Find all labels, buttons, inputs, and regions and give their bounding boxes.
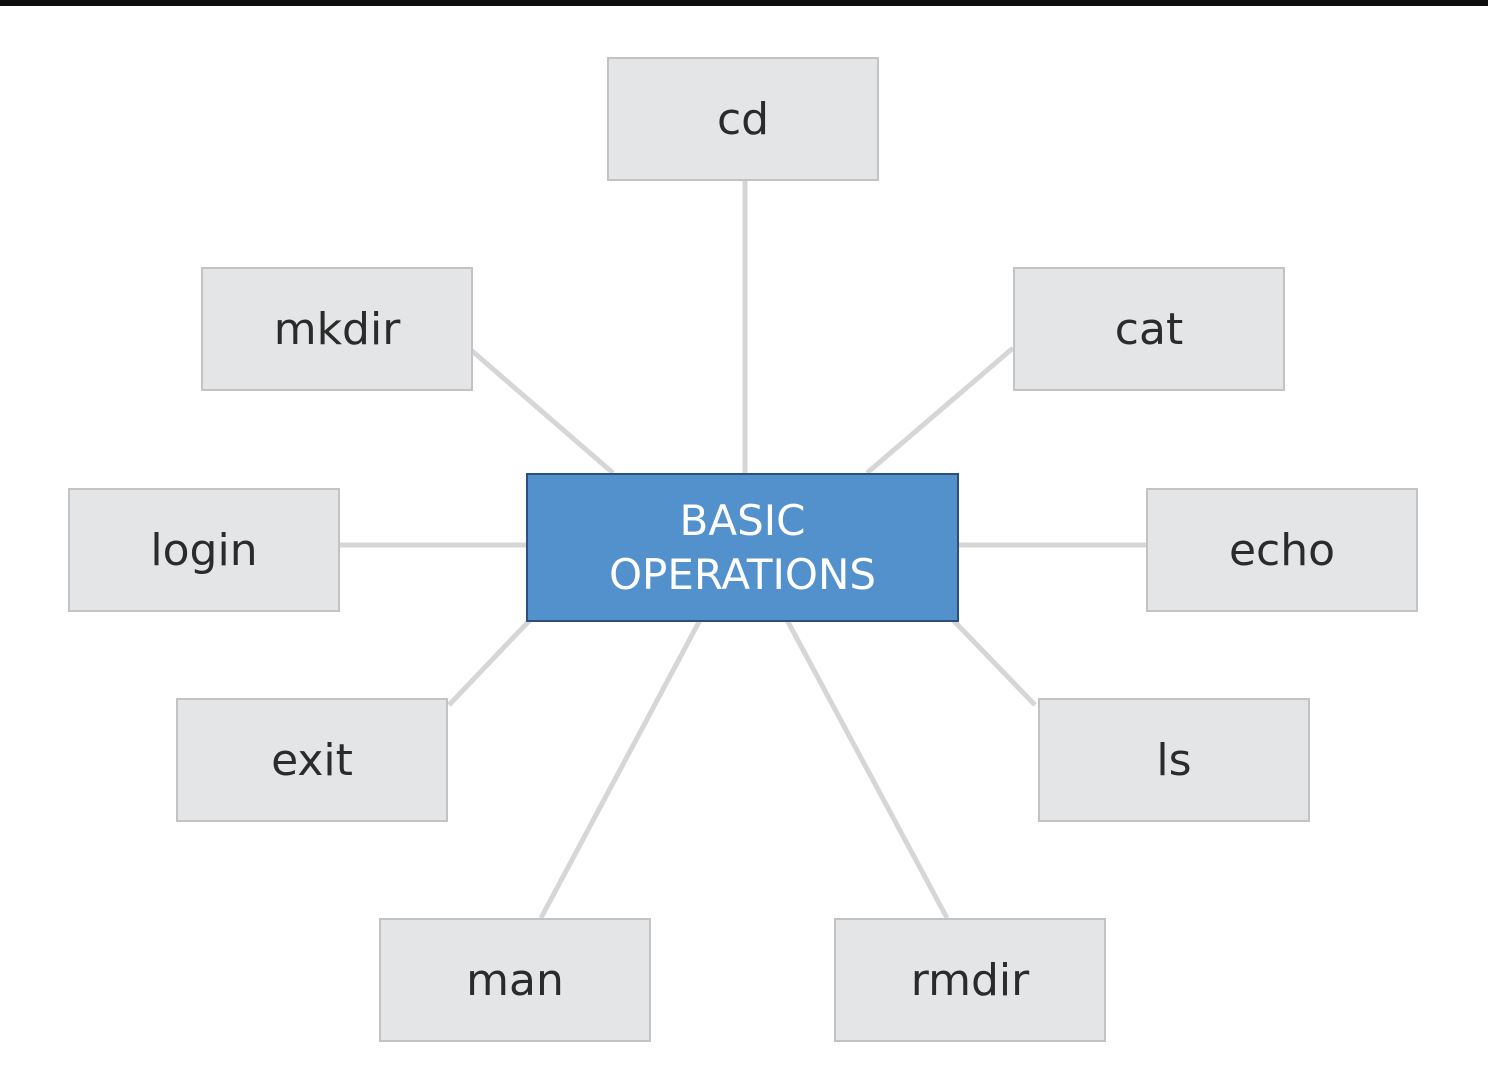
link-man [538, 618, 703, 920]
link-cat [865, 346, 1015, 475]
node-cd: cd [607, 57, 879, 181]
node-cat: cat [1013, 267, 1285, 391]
node-rmdir: rmdir [834, 918, 1106, 1042]
node-ls: ls [1038, 698, 1310, 822]
node-man: man [379, 918, 651, 1042]
center-label-line2: OPERATIONS [608, 549, 877, 599]
link-exit [447, 618, 532, 707]
link-rmdir [784, 618, 950, 920]
node-mkdir: mkdir [201, 267, 473, 391]
center-node-basic-operations: BASIC OPERATIONS [526, 473, 959, 622]
node-exit: exit [176, 698, 448, 822]
node-echo: echo [1146, 488, 1418, 612]
link-mkdir [469, 348, 615, 475]
node-login: login [68, 488, 340, 612]
center-label-line1: BASIC [679, 495, 806, 545]
link-ls [951, 618, 1037, 707]
top-bar [0, 0, 1488, 6]
